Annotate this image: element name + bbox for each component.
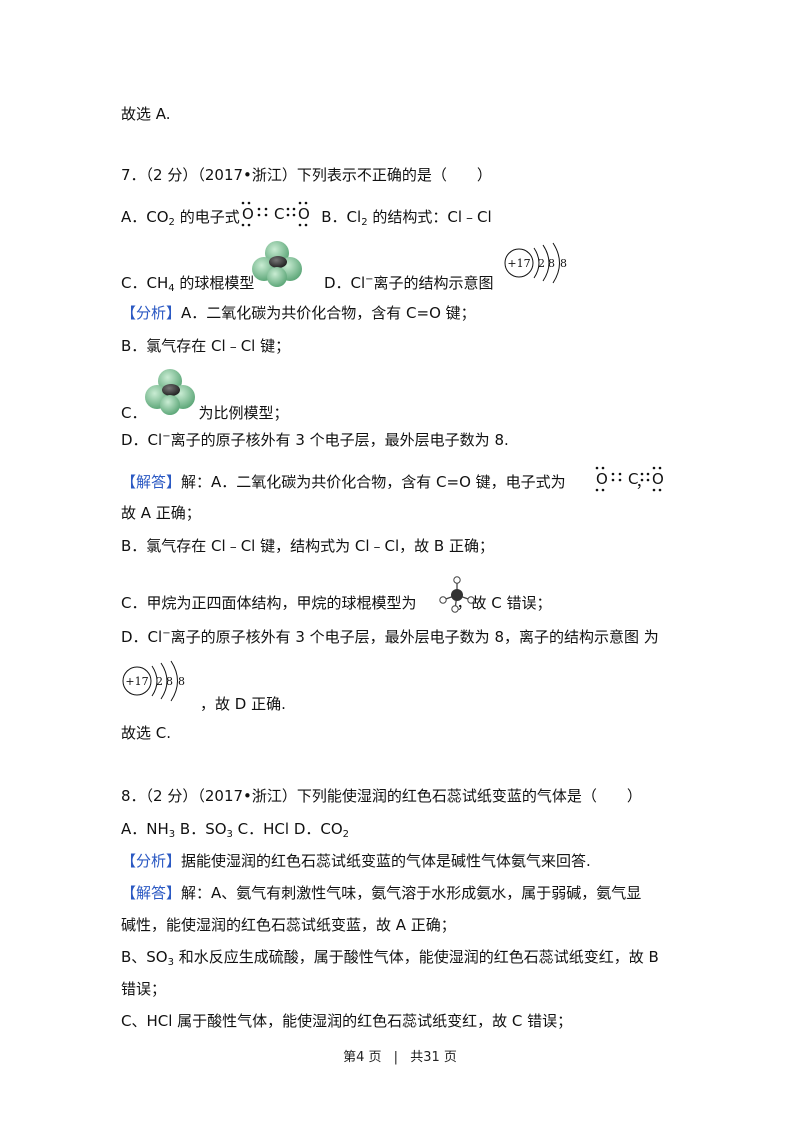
q8-answer-1: 【解答】解：A、氨气有刺激性气味，氨气溶于水形成氨水，属于弱碱，氨气显 <box>121 884 642 902</box>
q8-options: A．NH3 B．SO3 C．HCl D．CO2 <box>121 820 350 840</box>
svg-text:8: 8 <box>166 675 173 688</box>
methane-ball-and-stick-model-icon <box>439 576 475 613</box>
svg-text:+17: +17 <box>125 675 148 688</box>
chloride-ion-structure-diagram: +17 2 8 8 <box>504 242 567 284</box>
q8-answer-5: C、HCl 属于酸性气体，能使湿润的红色石蕊试纸变红，故 C 错误； <box>121 1012 573 1030</box>
q7-answer-c: C．甲烷为正四面体结构，甲烷的球棍模型为，故 C 错误； <box>121 594 552 612</box>
q7-answer-b: B．氯气存在 Cl﹣Cl 键，结构式为 Cl﹣Cl，故 B 正确； <box>121 537 494 555</box>
q7-opt-c: C．CH4 的球棍模型 <box>121 274 255 294</box>
co2-lewis-structure-icon: O C O <box>241 201 310 227</box>
svg-text:O: O <box>242 205 254 223</box>
svg-text:O: O <box>298 205 310 223</box>
svg-text:O: O <box>596 470 608 488</box>
q7-answer-d2: ，故 D 正确. <box>200 695 286 713</box>
q8-analysis: 【分析】据能使湿润的红色石蕊试纸变蓝的气体是碱性气体氨气来回答. <box>121 852 591 870</box>
page-footer: 第4 页 | 共31 页 <box>0 1046 800 1065</box>
q8-answer-4: 错误； <box>121 980 167 998</box>
svg-text:8: 8 <box>560 257 567 270</box>
q7-conclusion: 故选 C. <box>121 724 172 742</box>
q7-analysis-b: B．氯气存在 Cl﹣Cl 键； <box>121 337 291 355</box>
q7-options-cd: C．CH4 的球棍模型 D．Cl−离子的结构示意图 <box>121 273 494 294</box>
methane-space-filling-model-icon <box>145 369 195 415</box>
co2-lewis-structure-icon: O C O <box>595 466 664 492</box>
q7-answer-a: 【解答】解：A．二氧化碳为共价化合物，含有 C=O 键，电子式为， <box>121 473 651 491</box>
q7-opt-d: D．Cl−离子的结构示意图 <box>323 274 494 292</box>
svg-text:2: 2 <box>156 675 163 688</box>
q7-answer-d: D．Cl−离子的原子核外有 3 个电子层，最外层电子数为 8，离子的结构示意图 … <box>121 628 659 646</box>
q7-analysis-c: C．为比例模型； <box>121 404 289 422</box>
svg-text:8: 8 <box>178 675 185 688</box>
answer-tag: 【解答】 <box>121 884 182 902</box>
svg-text:2: 2 <box>538 257 545 270</box>
page-number: 第4 页 <box>343 1050 382 1065</box>
footer-separator: | <box>393 1050 399 1065</box>
answer-tag: 【解答】 <box>121 473 182 491</box>
svg-text:8: 8 <box>548 257 555 270</box>
q7-options-ab: A．CO2 的电子式 B．Cl2 的结构式：Cl﹣Cl <box>121 207 492 228</box>
q8-answer-3: B、SO3 和水反应生成硫酸，属于酸性气体，能使湿润的红色石蕊试纸变红，故 B <box>121 948 659 968</box>
svg-text:+17: +17 <box>507 257 530 270</box>
q7-analysis-d: D．Cl−离子的原子核外有 3 个电子层，最外层电子数为 8. <box>121 431 509 449</box>
q7-analysis-a: 【分析】A．二氧化碳为共价化合物，含有 C=O 键； <box>121 304 476 322</box>
q7-stem: 7．（2 分）（2017•浙江）下列表示不正确的是（ ） <box>121 166 492 184</box>
svg-text:O: O <box>652 470 664 488</box>
conclusion-prev: 故选 A. <box>121 105 171 123</box>
page-total: 共31 页 <box>410 1050 457 1065</box>
q7-answer-a2: 故 A 正确； <box>121 504 201 522</box>
q7-opt-b: B．Cl2 的结构式：Cl﹣Cl <box>321 208 492 228</box>
q8-stem: 8．（2 分）（2017•浙江）下列能使湿润的红色石蕊试纸变蓝的气体是（ ） <box>121 787 642 805</box>
svg-text:C: C <box>274 205 284 223</box>
q7-opt-a: A．CO2 的电子式 <box>121 208 240 228</box>
analysis-tag: 【分析】 <box>121 852 182 870</box>
analysis-tag: 【分析】 <box>121 304 182 322</box>
q8-answer-2: 碱性，能使湿润的红色石蕊试纸变蓝，故 A 正确； <box>121 916 456 934</box>
chloride-ion-structure-diagram: +17 2 8 8 <box>122 660 185 702</box>
methane-space-filling-model-icon <box>252 241 302 287</box>
svg-text:C: C <box>628 470 638 488</box>
